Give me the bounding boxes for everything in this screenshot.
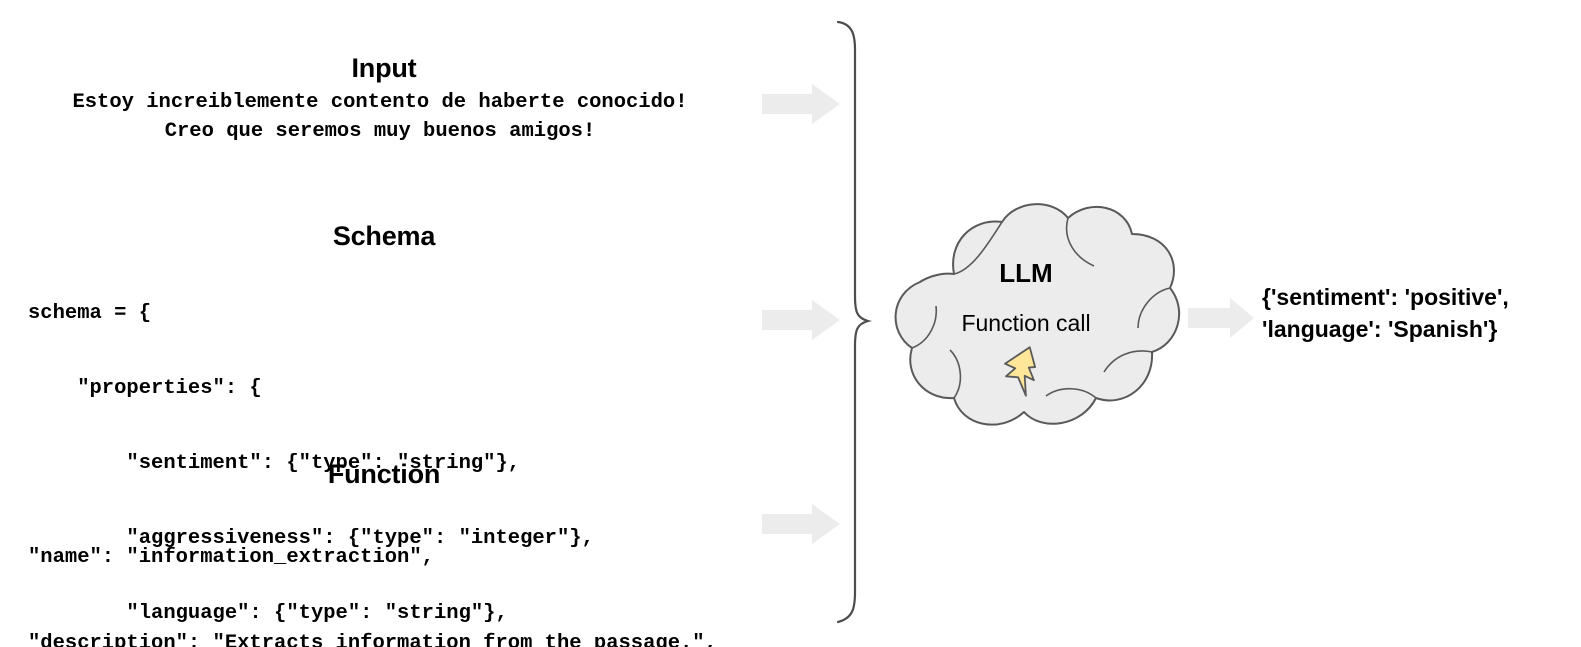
schema-code-line: "sentiment": {"type": "string"},	[28, 452, 521, 475]
schema-code-line: "language": {"type": "string"},	[28, 602, 508, 625]
input-text-line-2: Creo que seremos muy buenos amigos!	[164, 120, 596, 143]
llm-title: LLM	[999, 258, 1053, 288]
llm-cloud: LLM Function call	[876, 196, 1186, 446]
grouping-brace	[822, 18, 873, 633]
function-section-heading: Function	[327, 459, 441, 489]
schema-arrow-right-icon	[762, 300, 840, 340]
schema-code-line: "properties": {	[28, 377, 262, 400]
output-arrow-right-icon	[1188, 298, 1254, 338]
function-code-line: "name": "information_extraction",	[28, 546, 434, 569]
schema-code-line: schema = {	[28, 302, 152, 325]
schema-section-heading: Schema	[332, 221, 436, 251]
input-arrow-right-icon	[762, 84, 840, 124]
function-code-line: "description": "Extracts information fro…	[28, 632, 717, 647]
output-result: {'sentiment': 'positive', 'language': 'S…	[1262, 281, 1572, 345]
schema-code-block: schema = { "properties": { "sentiment": …	[28, 253, 594, 647]
llm-subtitle: Function call	[961, 310, 1091, 336]
input-section-heading: Input	[351, 53, 417, 83]
left-inputs-column: Input Estoy increiblemente contento de h…	[0, 0, 768, 647]
function-arrow-right-icon	[762, 504, 840, 544]
schema-code-line: "aggressiveness": {"type": "integer"},	[28, 527, 594, 550]
input-text-line-1: Estoy increiblemente contento de haberte…	[72, 91, 688, 114]
lightning-bolt-icon	[998, 342, 1054, 403]
function-code-block: "name": "information_extraction", "descr…	[28, 492, 717, 647]
output-line: {'sentiment': 'positive',	[1262, 284, 1509, 310]
output-line: 'language': 'Spanish'}	[1262, 316, 1498, 342]
